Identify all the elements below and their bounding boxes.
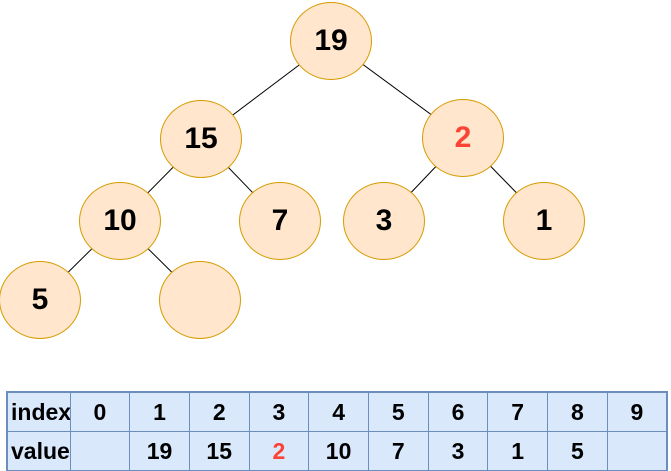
index-cell-3: 3 bbox=[248, 391, 310, 432]
value-cell-0 bbox=[69, 431, 131, 471]
node-label: 10 bbox=[103, 204, 137, 237]
node-label: 15 bbox=[184, 122, 218, 155]
binary-tree-diagram: 19 15 2 10 7 3 1 5 bbox=[0, 2, 585, 339]
value-cell-7: 1 bbox=[487, 431, 548, 471]
index-cell-2: 2 bbox=[188, 391, 250, 432]
value-cell-9 bbox=[606, 431, 668, 471]
index-cell-0: 0 bbox=[69, 391, 131, 432]
row-header-index: index bbox=[6, 391, 71, 432]
value-cell-3-highlighted: 2 bbox=[248, 431, 310, 471]
tree-node-5: 5 bbox=[0, 261, 81, 339]
node-label: 19 bbox=[314, 24, 348, 57]
value-cell-5: 7 bbox=[367, 431, 429, 471]
value-cell-4: 10 bbox=[308, 431, 369, 471]
value-cell-1: 19 bbox=[129, 431, 190, 471]
heap-array-table: index 0 1 2 3 4 5 6 7 8 9 value 19 15 2 … bbox=[6, 391, 668, 471]
index-cell-8: 8 bbox=[547, 391, 608, 432]
index-cell-7: 7 bbox=[487, 391, 548, 432]
row-header-value: value bbox=[6, 431, 71, 471]
tree-node-19: 19 bbox=[290, 2, 372, 80]
index-cell-5: 5 bbox=[367, 391, 429, 432]
index-row: index 0 1 2 3 4 5 6 7 8 9 bbox=[6, 391, 668, 432]
node-label: 7 bbox=[271, 204, 289, 237]
tree-node-7: 7 bbox=[239, 182, 321, 260]
value-cell-6: 3 bbox=[427, 431, 489, 471]
value-row: value 19 15 2 10 7 3 1 5 bbox=[6, 431, 668, 471]
tree-node-15: 15 bbox=[160, 100, 242, 178]
tree-node-1: 1 bbox=[503, 182, 585, 260]
node-label: 1 bbox=[535, 204, 553, 237]
index-cell-9: 9 bbox=[606, 391, 668, 432]
node-label-highlighted: 2 bbox=[454, 121, 472, 154]
index-cell-4: 4 bbox=[308, 391, 369, 432]
index-cell-6: 6 bbox=[427, 391, 489, 432]
tree-node-10: 10 bbox=[79, 182, 161, 260]
value-cell-2: 15 bbox=[188, 431, 250, 471]
tree-node-2: 2 bbox=[422, 99, 504, 177]
node-label: 5 bbox=[31, 283, 49, 316]
value-cell-8: 5 bbox=[547, 431, 608, 471]
index-cell-1: 1 bbox=[129, 391, 190, 432]
node-label: 3 bbox=[375, 204, 393, 237]
tree-node-3: 3 bbox=[343, 182, 425, 260]
tree-node-empty bbox=[159, 261, 241, 339]
